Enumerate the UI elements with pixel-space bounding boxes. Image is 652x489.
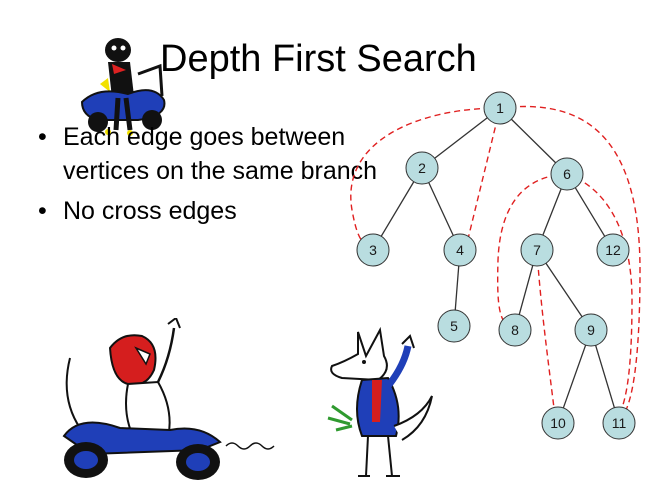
back-edge-1-3 (350, 107, 501, 247)
back-edge-6-8 (496, 173, 568, 325)
graph-node-label: 10 (550, 415, 566, 431)
tree-edge-2-4 (428, 182, 454, 236)
tree-edge-7-8 (518, 265, 534, 315)
bullet-text: Each edge goes between vertices on the s… (63, 123, 378, 185)
back-edge-layer (350, 105, 641, 411)
graph-node-label: 5 (450, 318, 458, 334)
graph-node-circle (483, 91, 517, 125)
graph-node-1: 1 (483, 91, 517, 125)
graph-node-6: 6 (550, 157, 584, 191)
cartoon-rider-on-scooter-icon (80, 38, 166, 136)
cartoon-wolf-with-flowers-icon (327, 326, 433, 477)
graph-node-circle (541, 406, 575, 440)
graph-node-circle (437, 309, 471, 343)
graph-node-circle (356, 233, 390, 267)
graph-node-label: 8 (511, 322, 519, 338)
bullet-text: No cross edges (63, 197, 237, 225)
graph-node-3: 3 (356, 233, 390, 267)
graph-node-circle (550, 157, 584, 191)
graph-node-10: 10 (541, 406, 575, 440)
back-edge-7-10 (536, 249, 555, 409)
bullet-dot: • (38, 197, 47, 225)
graph-node-label: 7 (533, 242, 541, 258)
graph-node-circle (596, 233, 630, 267)
graph-node-circle (443, 233, 477, 267)
tree-edge-2-3 (380, 181, 415, 237)
tree-edge-layer (380, 117, 616, 409)
graph-node-12: 12 (596, 233, 630, 267)
graph-node-label: 11 (612, 415, 627, 431)
back-edge-1-11 (499, 105, 641, 411)
cartoon-biker-with-raised-hand-icon (62, 318, 275, 480)
tree-edge-1-6 (510, 118, 557, 164)
graph-node-11: 11 (602, 406, 636, 440)
graph-node-8: 8 (498, 313, 532, 347)
tree-edge-6-12 (574, 187, 606, 237)
bullet-dot: • (38, 123, 47, 151)
bullet-item: • Each edge goes between vertices on the… (38, 120, 378, 188)
graph-node-label: 3 (369, 242, 377, 258)
graph-node-circle (574, 313, 608, 347)
graph-node-2: 2 (405, 151, 439, 185)
bullet-item: • No cross edges (38, 194, 378, 228)
graph-node-circle (405, 151, 439, 185)
graph-node-label: 9 (587, 322, 595, 338)
graph-node-label: 2 (418, 160, 426, 176)
tree-edge-6-7 (542, 188, 562, 236)
bullet-list: • Each edge goes between vertices on the… (38, 120, 378, 234)
graph-node-9: 9 (574, 313, 608, 347)
graph-node-4: 4 (443, 233, 477, 267)
graph-node-label: 6 (563, 166, 571, 182)
graph-node-circle (602, 406, 636, 440)
graph-node-7: 7 (520, 233, 554, 267)
tree-edge-1-2 (434, 117, 488, 159)
tree-edge-7-9 (545, 262, 583, 318)
tree-edge-4-5 (454, 265, 460, 311)
back-edge-1-4 (466, 107, 501, 244)
slide-title: Depth First Search (160, 38, 477, 80)
tree-edge-9-10 (562, 344, 587, 409)
graph-node-circle (520, 233, 554, 267)
back-edge-6-11 (566, 173, 633, 409)
graph-node-label: 1 (496, 100, 504, 116)
graph-node-5: 5 (437, 309, 471, 343)
tree-edge-9-11 (594, 345, 616, 408)
graph-node-label: 12 (605, 242, 621, 258)
graph-node-circle (498, 313, 532, 347)
graph-node-label: 4 (456, 242, 464, 258)
